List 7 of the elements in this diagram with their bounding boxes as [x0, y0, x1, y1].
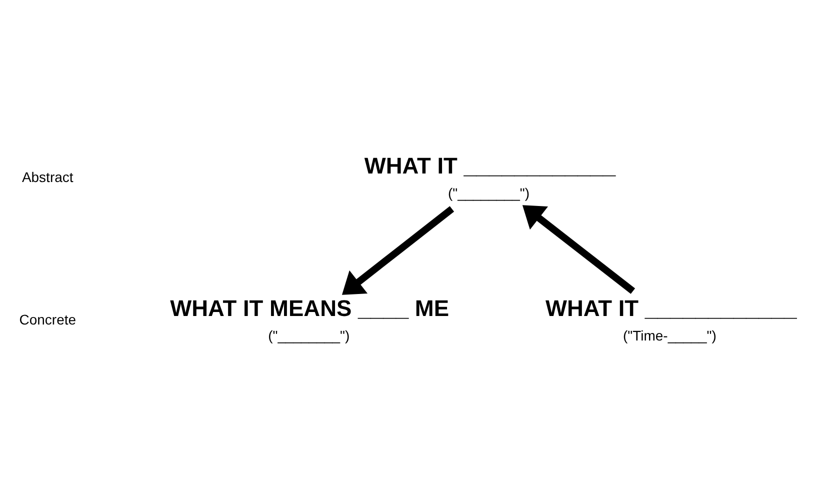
label: Concrete — [19, 312, 76, 328]
label: Abstract — [22, 169, 74, 186]
node-text: WHAT IT ____________ ("Time-_____") — [546, 294, 797, 344]
node-text: WHAT IT ____________ ("________") — [364, 152, 616, 201]
arrow — [342, 206, 454, 295]
arrow — [522, 205, 636, 294]
node-text: WHAT IT MEANS ____ ME ("________") — [170, 294, 450, 344]
